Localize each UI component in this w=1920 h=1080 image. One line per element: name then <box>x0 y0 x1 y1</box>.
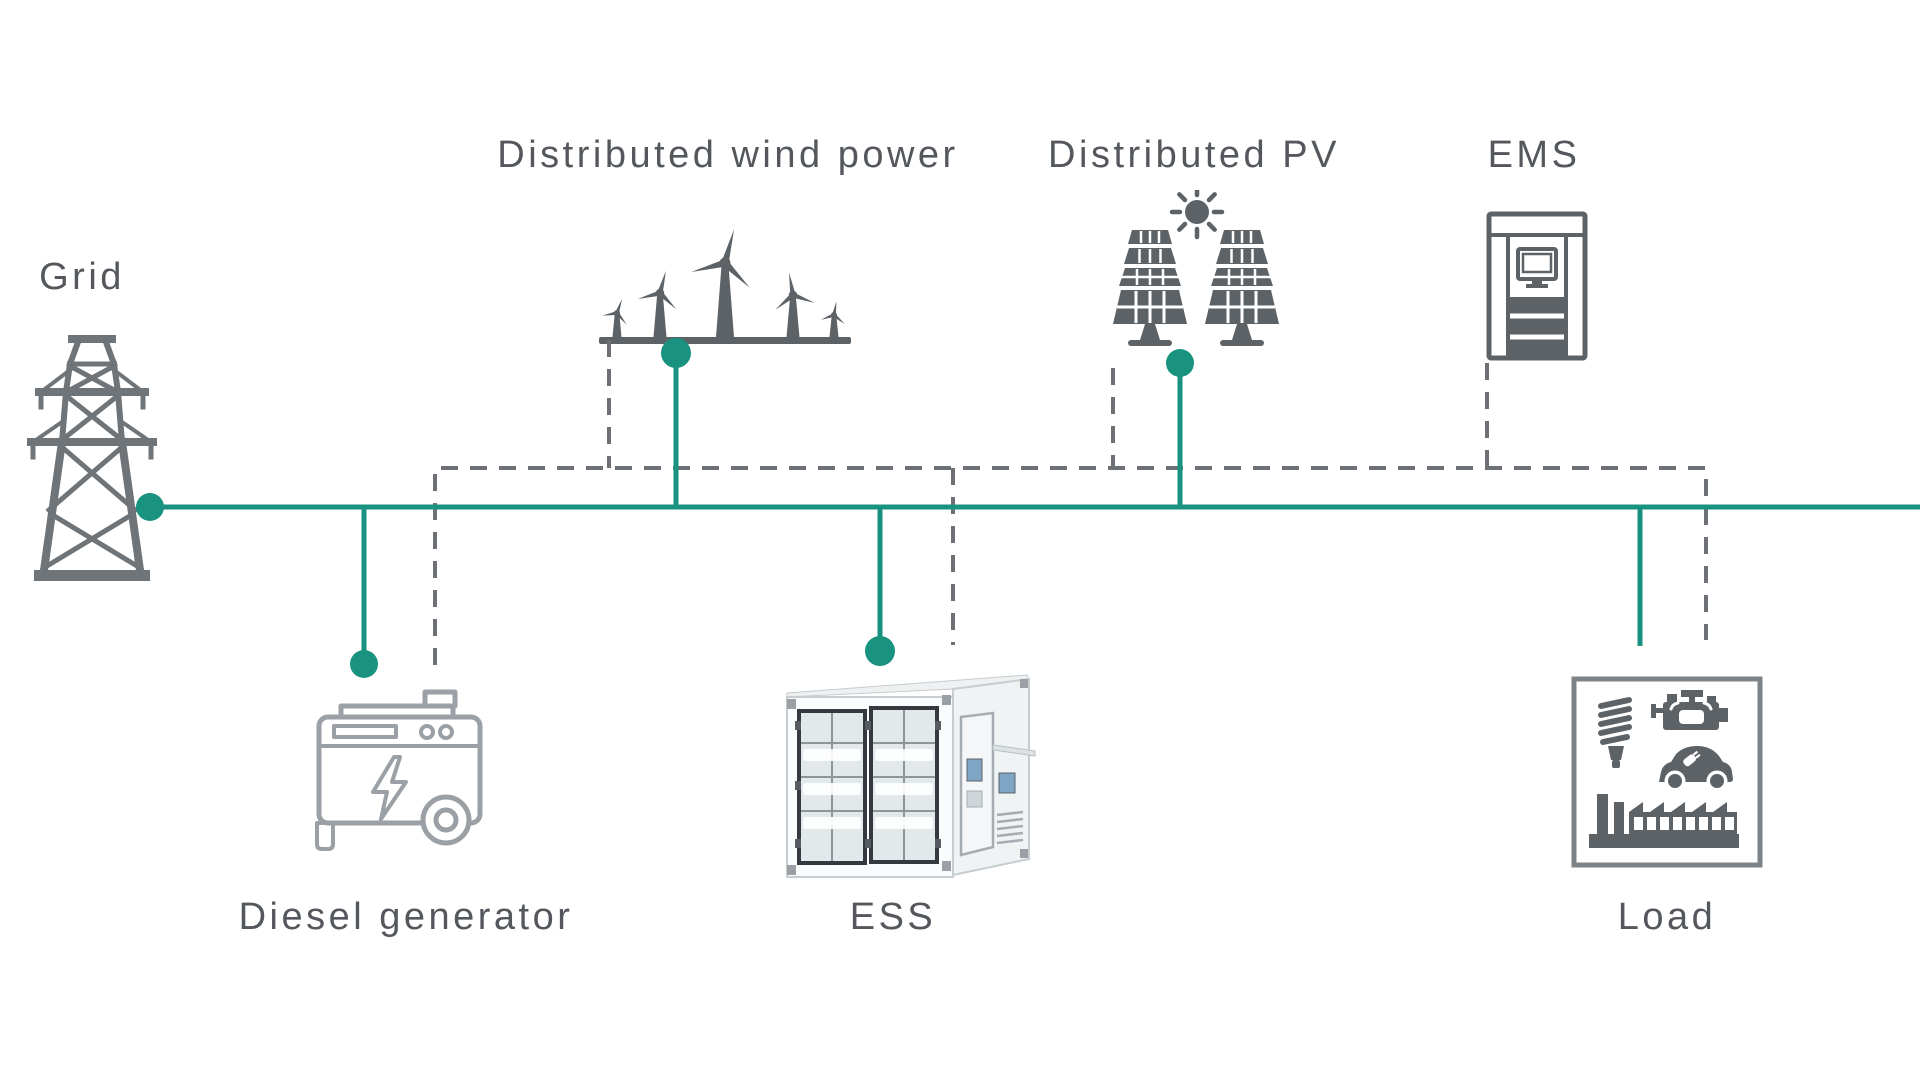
bulb-glyph <box>1598 697 1632 768</box>
battery-container-icon <box>786 674 1036 878</box>
load-consumers-icon <box>1571 676 1763 868</box>
server-cabinet-icon <box>1486 211 1588 361</box>
diesel-generator-icon <box>315 689 483 851</box>
diesel-label: Diesel generator <box>238 896 574 938</box>
communication-lines <box>433 340 1708 665</box>
container-corner-fittings <box>787 679 1028 875</box>
ess-label: ESS <box>849 896 937 938</box>
ev-car-glyph <box>1659 746 1733 792</box>
wind-turbines-icon <box>599 229 851 344</box>
pv-array-right <box>1205 230 1279 346</box>
container-side <box>959 711 1036 857</box>
connection-dots <box>136 338 1194 678</box>
transmission-tower-icon <box>27 335 157 581</box>
solar-panels-sun-icon <box>1113 190 1279 346</box>
pv-label: Distributed PV <box>1048 134 1340 176</box>
load-label: Load <box>1617 896 1717 938</box>
pv-array-left <box>1113 230 1187 346</box>
factory-glyph <box>1589 794 1739 848</box>
engine-glyph <box>1651 690 1728 730</box>
container-doors <box>795 706 941 865</box>
power-lines <box>150 356 1920 660</box>
wind-label: Distributed wind power <box>497 134 959 176</box>
grid-label: Grid <box>39 256 125 298</box>
ems-label: EMS <box>1487 134 1581 176</box>
